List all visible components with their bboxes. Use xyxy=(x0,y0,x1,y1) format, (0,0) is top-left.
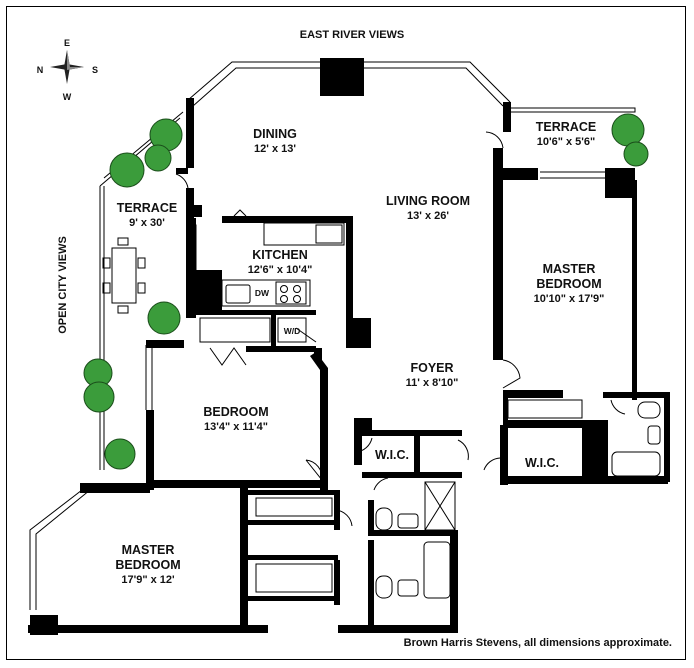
compass-e: E xyxy=(64,38,70,48)
wic-right-name: W.I.C. xyxy=(525,456,559,470)
bedroom-dim: 13'4" x 11'4" xyxy=(204,421,268,433)
compass-n: N xyxy=(37,65,44,75)
compass-s: S xyxy=(92,65,98,75)
terrace-table-icon xyxy=(102,237,146,314)
living-room-dim: 13' x 26' xyxy=(407,210,449,222)
walls xyxy=(28,58,670,635)
washer-dryer-label: W/D xyxy=(284,326,301,336)
terrace-right-name: TERRACE xyxy=(536,120,596,134)
foyer-name: FOYER xyxy=(410,361,453,375)
bedroom-name: BEDROOM xyxy=(203,405,268,419)
compass-w: W xyxy=(63,92,72,102)
open-city-views-label: OPEN CITY VIEWS xyxy=(57,236,69,334)
master-left-dim: 17'9" x 12' xyxy=(121,574,175,586)
terrace-left-dim: 9' x 30' xyxy=(129,217,165,229)
foyer-dim: 11' x 8'10" xyxy=(406,377,459,389)
kitchen-dim: 12'6" x 10'4" xyxy=(248,264,313,276)
east-river-views-label: EAST RIVER VIEWS xyxy=(300,29,405,41)
tree-icons xyxy=(83,113,649,470)
master-left-name-2: BEDROOM xyxy=(115,558,180,572)
credit-text: Brown Harris Stevens, all dimensions app… xyxy=(404,637,672,649)
wic-center-name: W.I.C. xyxy=(375,448,409,462)
kitchen-name: KITCHEN xyxy=(252,248,308,262)
dishwasher-label: DW xyxy=(255,288,270,298)
bath-fixtures xyxy=(255,399,661,599)
terrace-right-dim: 10'6" x 5'6" xyxy=(537,136,595,148)
dining-name: DINING xyxy=(253,127,297,141)
master-right-name-1: MASTER xyxy=(543,262,596,276)
master-right-name-2: BEDROOM xyxy=(536,277,601,291)
living-room-name: LIVING ROOM xyxy=(386,194,470,208)
compass-icon xyxy=(50,50,84,84)
dining-dim: 12' x 13' xyxy=(254,143,296,155)
terrace-left-name: TERRACE xyxy=(117,201,177,215)
master-left-name-1: MASTER xyxy=(122,543,175,557)
master-right-dim: 10'10" x 17'9" xyxy=(534,293,605,305)
kitchen-fixtures xyxy=(189,222,345,343)
